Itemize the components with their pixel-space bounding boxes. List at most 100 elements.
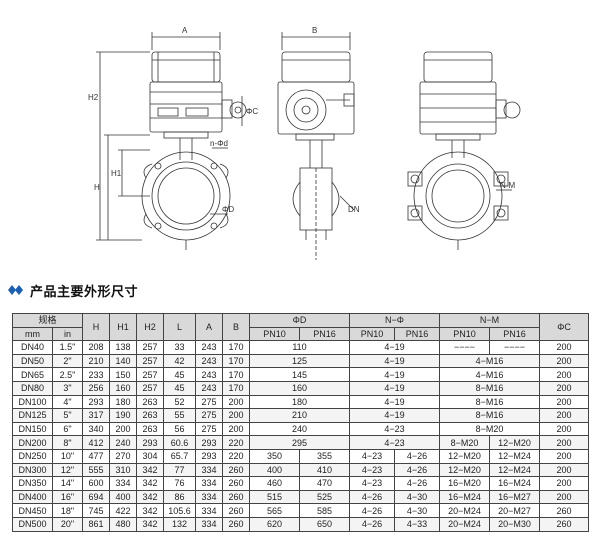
label-a: A	[182, 26, 188, 35]
table-cell: 42	[163, 353, 197, 369]
table-cell: 240	[109, 435, 138, 450]
table-cell: 208	[82, 340, 111, 355]
table-cell: DN40	[12, 340, 53, 355]
table-cell: 12"	[51, 462, 84, 478]
table-cell: DN300	[12, 462, 53, 478]
table-cell: 233	[82, 367, 111, 382]
dimension-table: 规格 H H1 H2 L A B ΦD N−Φ N−M ΦC mm in PN1…	[11, 312, 590, 532]
table-cell: 20−M24	[439, 516, 491, 532]
table-cell: 200	[222, 421, 251, 437]
table-cell: 257	[136, 367, 165, 382]
table-cell: 200	[539, 340, 590, 355]
table-cell: 4−23	[349, 421, 441, 437]
header-phi-d: ΦD	[249, 313, 351, 328]
table-cell: 52	[163, 394, 197, 410]
table-cell: 200	[222, 394, 251, 410]
table-cell: 410	[299, 462, 351, 478]
table-cell: 10"	[51, 448, 84, 464]
table-cell: 18"	[51, 503, 84, 518]
table-cell: 745	[82, 503, 111, 518]
table-cell: DN350	[12, 476, 53, 491]
table-cell: 293	[195, 435, 224, 450]
header-in: in	[51, 326, 84, 342]
header-n-phi-pn16: PN16	[394, 326, 441, 342]
table-cell: 16−M20	[439, 476, 491, 491]
table-cell: 8−M16	[439, 394, 541, 410]
table-cell: 77	[163, 462, 197, 478]
table-cell: 16−M24	[489, 476, 541, 491]
table-cell: 515	[249, 489, 301, 505]
table-cell: 243	[195, 353, 224, 369]
table-cell: 334	[195, 516, 224, 532]
table-cell: 4−26	[394, 476, 441, 491]
table-cell: 125	[249, 353, 351, 369]
table-cell: 45	[163, 367, 197, 382]
table-cell: 8−M16	[439, 380, 541, 396]
table-cell: 4−23	[349, 462, 396, 478]
table-cell: 55	[163, 408, 197, 423]
table-cell: 110	[249, 340, 351, 355]
table-cell: 200	[539, 408, 590, 423]
table-cell: 256	[82, 380, 111, 396]
table-cell: 138	[109, 340, 138, 355]
table-cell: DN100	[12, 394, 53, 410]
table-cell: DN200	[12, 435, 53, 450]
table-cell: 4−19	[349, 408, 441, 423]
table-cell: DN65	[12, 367, 53, 382]
table-cell: 180	[109, 394, 138, 410]
table-cell: 12−M24	[489, 462, 541, 478]
header-h: H	[82, 312, 111, 342]
table-cell: 12−M20	[439, 448, 491, 464]
header-phi-c: ΦC	[539, 312, 590, 342]
table-cell: 4−23	[349, 448, 396, 464]
table-cell: 275	[195, 408, 224, 423]
table-cell: 16−M27	[489, 489, 541, 505]
table-cell: 8−M20	[439, 421, 541, 437]
table-cell: 260	[222, 476, 251, 491]
table-cell: 334	[195, 462, 224, 478]
table-cell: 412	[82, 435, 111, 450]
header-n-m: N−M	[439, 313, 541, 328]
table-cell: 620	[249, 516, 301, 532]
table-cell: 400	[109, 489, 138, 505]
table-cell: 3"	[51, 380, 84, 396]
table-cell: 470	[299, 476, 351, 491]
table-cell: 140	[109, 353, 138, 369]
table-cell: 200	[539, 476, 590, 491]
table-cell: 243	[195, 340, 224, 355]
table-cell: 20−M30	[489, 516, 541, 532]
table-cell: 4−23	[349, 435, 441, 450]
table-cell: 304	[136, 448, 165, 464]
table-cell: 2.5"	[51, 367, 84, 382]
label-phi-d: ΦD	[222, 205, 234, 214]
table-cell: 8−M20	[439, 435, 491, 450]
table-cell: 585	[299, 503, 351, 518]
header-spec: 规格	[11, 313, 84, 328]
table-cell: 200	[109, 421, 138, 437]
table-cell: 4−19	[349, 367, 441, 382]
table-cell: 334	[109, 476, 138, 491]
table-cell: 190	[109, 408, 138, 423]
table-cell: DN150	[12, 421, 53, 437]
table-cell: 334	[195, 503, 224, 518]
table-cell: 342	[136, 489, 165, 505]
table-cell: DN450	[12, 503, 53, 518]
header-mm: mm	[12, 326, 53, 342]
table-cell: 342	[136, 503, 165, 518]
table-cell: 355	[299, 448, 351, 464]
header-n-phi: N−Φ	[349, 313, 441, 328]
table-cell: 200	[539, 421, 590, 437]
table-cell: 200	[539, 462, 590, 478]
table-cell: 4−19	[349, 394, 441, 410]
table-cell: 334	[195, 489, 224, 505]
table-cell: DN400	[12, 489, 53, 505]
table-cell: 6"	[51, 421, 84, 437]
header-row-sub: mm in PN10 PN16 PN10 PN16 PN10 PN16	[12, 326, 589, 342]
table-cell: 650	[299, 516, 351, 532]
header-phi-d-pn10: PN10	[249, 326, 301, 342]
table-cell: 170	[222, 367, 251, 382]
table-cell: 4−26	[349, 503, 396, 518]
